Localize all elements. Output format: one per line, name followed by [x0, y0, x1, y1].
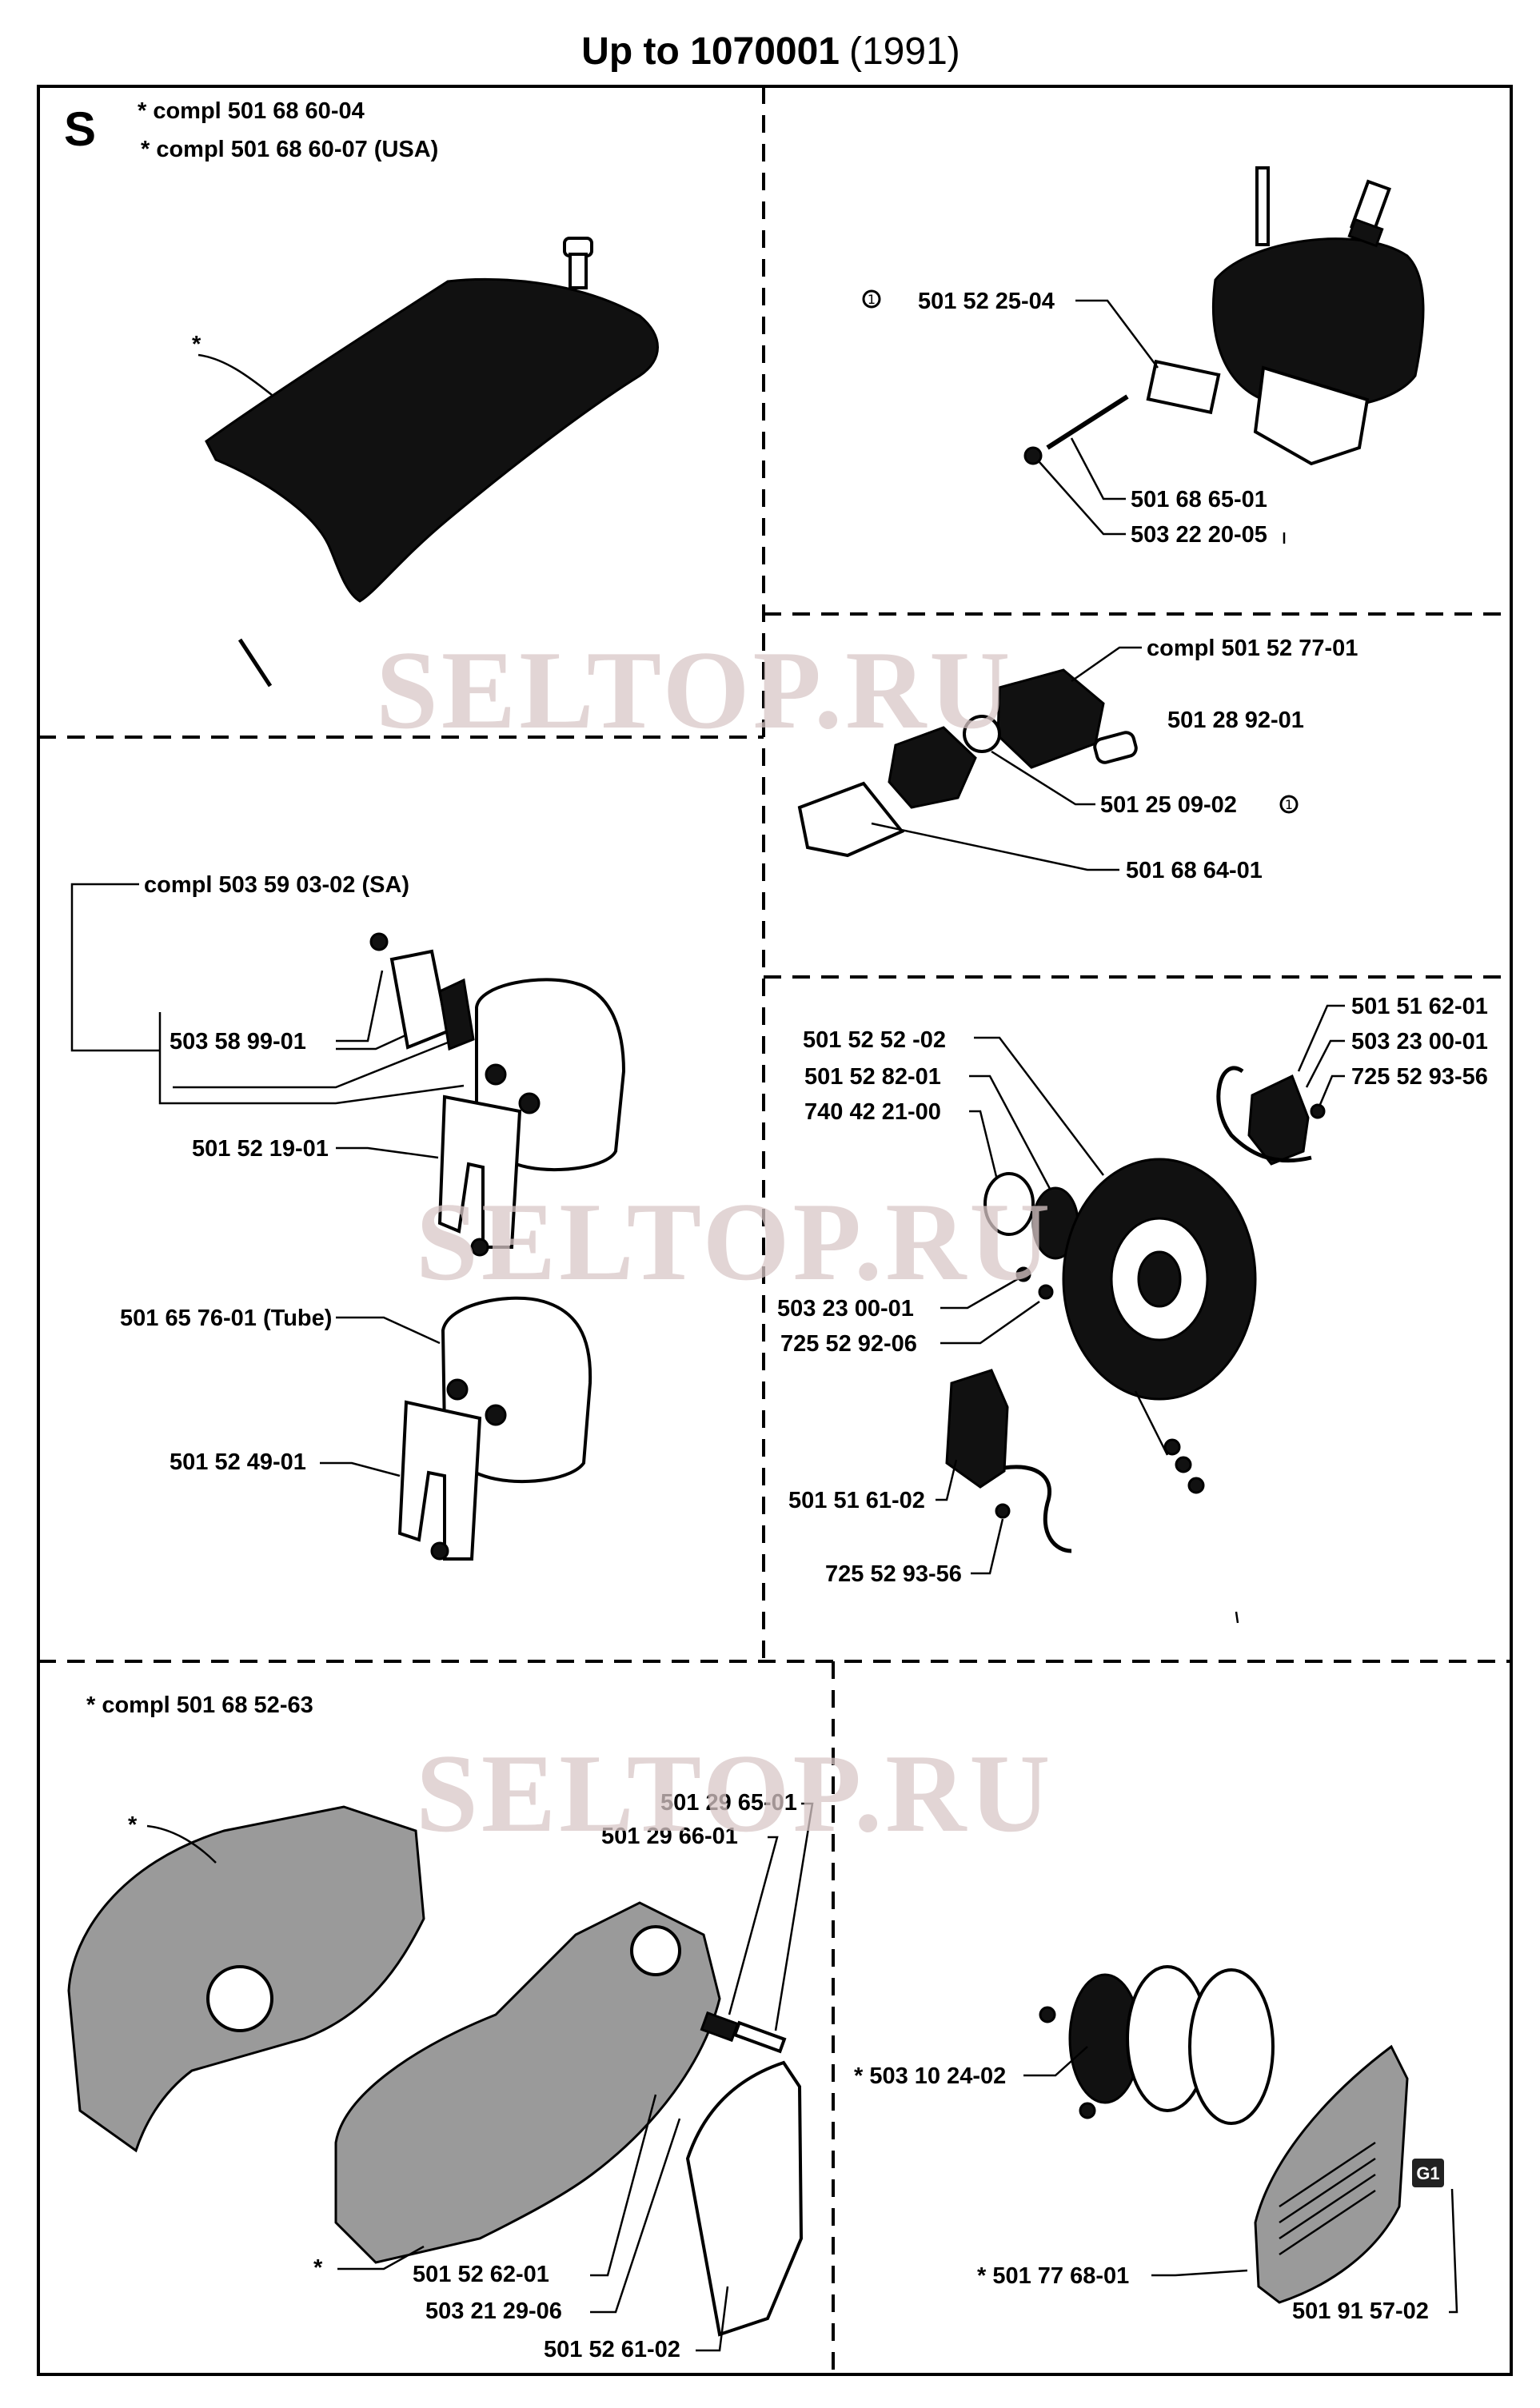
cylinder-label-1: 501 52 25-04 — [918, 289, 1055, 314]
section-letter: S — [64, 102, 96, 156]
muffler-flange — [389, 949, 450, 1050]
cylinder — [1212, 237, 1425, 409]
muffler-bracket-1 — [437, 1094, 522, 1249]
ignition-label-3: 740 42 21-00 — [804, 1099, 941, 1125]
g1-badge — [1412, 2159, 1444, 2187]
tank-housing — [334, 1901, 721, 2264]
cylinder-bolt — [1255, 166, 1270, 246]
watermark-1: SELTOP.RU — [376, 628, 1013, 752]
crankcase-label-5: 501 52 61-02 — [544, 2337, 680, 2362]
intake-flange — [1146, 359, 1221, 415]
panel-muffler: compl 503 59 03-02 (SA) 503 58 99-01 501… — [70, 872, 626, 1561]
carb-adapter — [888, 726, 977, 809]
muffler-label-3: 501 52 19-01 — [192, 1136, 329, 1162]
carb-label-1: compl 501 52 77-01 — [1147, 636, 1358, 661]
stop-switch — [1247, 1074, 1310, 1166]
watermarks: SELTOP.RU SELTOP.RU SELTOP.RU — [376, 628, 1053, 1856]
cylinder-cover — [205, 277, 659, 603]
carburettor — [996, 668, 1105, 769]
ignition-label-8: 501 51 62-01 — [1351, 994, 1488, 1019]
starter-cover-grille — [1279, 2141, 1376, 2256]
muffler-label-5: 501 52 49-01 — [170, 1449, 306, 1475]
cover-note-2: * compl 501 68 60-07 (USA) — [141, 137, 438, 162]
ignition-label-1: 501 52 52 -02 — [803, 1027, 946, 1053]
carb-label-4: 501 68 64-01 — [1126, 858, 1263, 883]
panel-ignition: 501 52 52 -02 501 52 82-01 740 42 21-00 … — [777, 994, 1488, 1624]
outer-frame — [37, 85, 1513, 2376]
panel-carb: compl 501 52 77-01 501 28 92-01 501 25 0… — [797, 636, 1358, 883]
carb-label-2: 501 28 92-01 — [1167, 708, 1304, 733]
crankcase-cover — [685, 2060, 804, 2337]
ignition-label-7: 725 52 93-56 — [825, 1561, 962, 1587]
crankcase-star-2: * — [313, 2255, 323, 2281]
crankcase-note: * compl 501 68 52-63 — [86, 1692, 313, 1718]
page-title: Up to 1070001 — [581, 30, 840, 73]
crankcase-label-3: 501 52 62-01 — [413, 2262, 549, 2287]
carb-gasket — [963, 715, 1001, 753]
cover-star: * — [192, 332, 201, 357]
crankcase-bore — [206, 1965, 273, 2032]
ignition-label-10: 725 52 93-56 — [1351, 1064, 1488, 1090]
ignition-label-6: 501 51 61-02 — [788, 1488, 925, 1513]
ignition-label-2: 501 52 82-01 — [804, 1064, 941, 1090]
cylinder-label-3: 503 22 20-05 — [1131, 522, 1267, 548]
flywheel — [1062, 1158, 1257, 1401]
watermark-2: SELTOP.RU — [416, 1180, 1053, 1304]
panel-starter: * 503 10 24-02 * 501 77 68-01 G1 501 91 … — [854, 1965, 1458, 2324]
crankcase-label-2: 501 29 66-01 — [601, 1824, 738, 1849]
muffler-bracket-2 — [397, 1400, 482, 1561]
ignition-label-4: 503 23 00-01 — [777, 1296, 914, 1322]
panel-cover: * compl 501 68 60-04 * compl 501 68 60-0… — [138, 98, 659, 688]
cover-note-1: * compl 501 68 60-04 — [138, 98, 365, 124]
o-ring — [983, 1172, 1035, 1236]
starter-label-2: * 501 77 68-01 — [977, 2263, 1129, 2289]
muffler-label-1: compl 503 59 03-02 (SA) — [144, 872, 409, 898]
crankcase-label-4: 503 21 29-06 — [425, 2298, 562, 2324]
panel-cylinder: 501 52 25-04 501 68 65-01 503 22 20-05 1 — [862, 166, 1425, 548]
starter-label-1: * 503 10 24-02 — [854, 2063, 1006, 2089]
carb-label-3: 501 25 09-02 — [1100, 792, 1237, 818]
panel-crankcase: * compl 501 68 52-63 * 501 29 65-01 501 … — [67, 1692, 814, 2362]
carb-symbol-1-numeral: 1 — [1285, 797, 1293, 812]
ignition-label-9: 503 23 00-01 — [1351, 1029, 1488, 1054]
section-dividers — [38, 86, 1511, 2374]
starter-label-3: 501 91 57-02 — [1292, 2298, 1429, 2324]
carb-flange-gasket — [797, 781, 905, 858]
cylinder-label-2: 501 68 65-01 — [1131, 487, 1267, 512]
starter-cover — [1254, 2044, 1409, 2304]
cover-bolt — [563, 237, 593, 289]
crankcase-star-1: * — [128, 1812, 138, 1838]
muffler-label-2: 503 58 99-01 — [170, 1029, 306, 1054]
page-title-year: (1991) — [849, 30, 960, 73]
ignition-module — [945, 1369, 1009, 1489]
cylinder-symbol-1-numeral: 1 — [868, 292, 876, 307]
ignition-label-5: 725 52 92-06 — [780, 1331, 917, 1357]
cylinder-gasket — [1253, 365, 1370, 466]
carb-symbol-1 — [1279, 795, 1299, 814]
muffler-label-4: 501 65 76-01 (Tube) — [120, 1306, 332, 1331]
watermark-3: SELTOP.RU — [416, 1732, 1053, 1856]
muffler-gasket — [438, 978, 475, 1051]
crankcase-label-1: 501 29 65-01 — [660, 1790, 797, 1816]
cylinder-symbol-1 — [862, 289, 881, 309]
g1-badge-text: G1 — [1416, 2163, 1439, 2183]
spark-plug — [1347, 179, 1391, 248]
